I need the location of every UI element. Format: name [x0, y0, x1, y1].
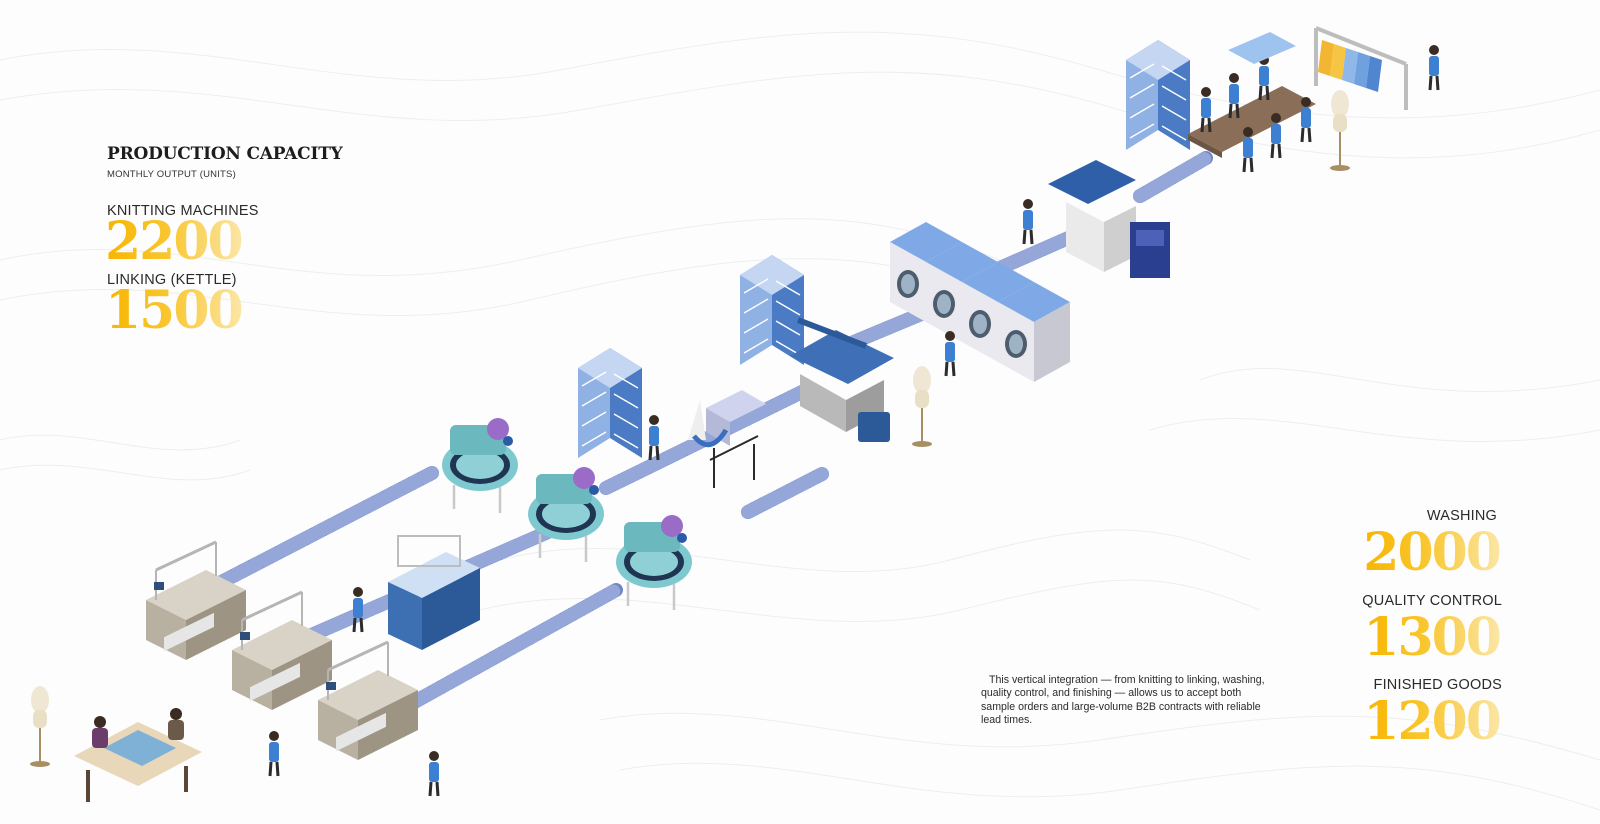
stat-value-finished-goods: 1200: [1363, 691, 1502, 752]
integration-note: This vertical integration — from knittin…: [981, 674, 1265, 726]
stat-label-quality-control: QUALITY CONTROL: [1362, 593, 1502, 609]
stat-value-linking: 1500: [105, 280, 244, 341]
stat-label-knitting: KNITTING MACHINES: [107, 203, 259, 219]
stat-value-quality-control: 1300: [1363, 607, 1502, 668]
stat-label-linking: LINKING (KETTLE): [107, 272, 237, 288]
stat-value-washing: 2000: [1363, 522, 1502, 583]
stat-value-knitting: 2200: [105, 211, 244, 272]
stat-label-finished-goods: FINISHED GOODS: [1373, 677, 1502, 693]
stat-label-washing: WASHING: [1426, 508, 1497, 524]
page-title: PRODUCTION CAPACITY: [107, 144, 343, 164]
page-subtitle: MONTHLY OUTPUT (UNITS): [107, 169, 236, 180]
